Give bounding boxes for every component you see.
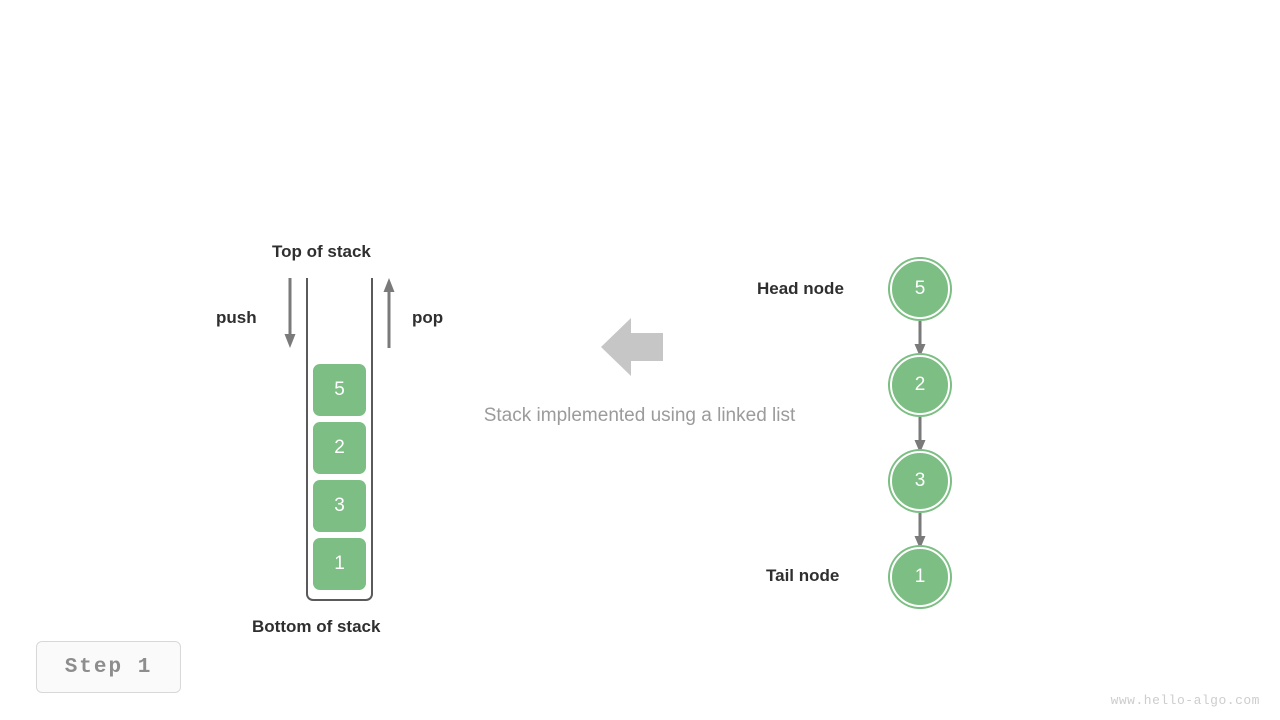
- arrow-left-block-icon: [601, 318, 663, 376]
- step-badge: Step 1: [36, 641, 181, 693]
- stack-item: 2: [313, 422, 366, 474]
- list-node: 2: [890, 355, 950, 415]
- arrow-down-icon: [914, 513, 926, 549]
- stack-item: 5: [313, 364, 366, 416]
- arrow-down-icon: [914, 417, 926, 453]
- arrow-down-icon: [914, 321, 926, 357]
- tail-node-label: Tail node: [766, 566, 840, 585]
- bottom-of-stack-label: Bottom of stack: [252, 617, 381, 636]
- arrow-down-icon: [284, 278, 296, 348]
- head-node-label: Head node: [757, 279, 844, 298]
- stack-items-list: 5 2 3 1: [313, 364, 366, 590]
- stack-item: 3: [313, 480, 366, 532]
- stack-item: 1: [313, 538, 366, 590]
- list-node: 3: [890, 451, 950, 511]
- stack-container: [306, 278, 373, 601]
- diagram-caption: Stack implemented using a linked list: [483, 405, 796, 426]
- list-node: 5: [890, 259, 950, 319]
- watermark: www.hello-algo.com: [1110, 693, 1260, 708]
- linked-list-diagram: Head node 5 2 3 1 Tail node: [740, 250, 1000, 620]
- push-label: push: [216, 308, 257, 327]
- stack-diagram: Top of stack push pop 5 2 3 1 Bottom of …: [200, 230, 480, 650]
- top-of-stack-label: Top of stack: [272, 242, 371, 261]
- list-node: 1: [890, 547, 950, 607]
- arrow-up-icon: [383, 278, 395, 348]
- pop-label: pop: [412, 308, 444, 327]
